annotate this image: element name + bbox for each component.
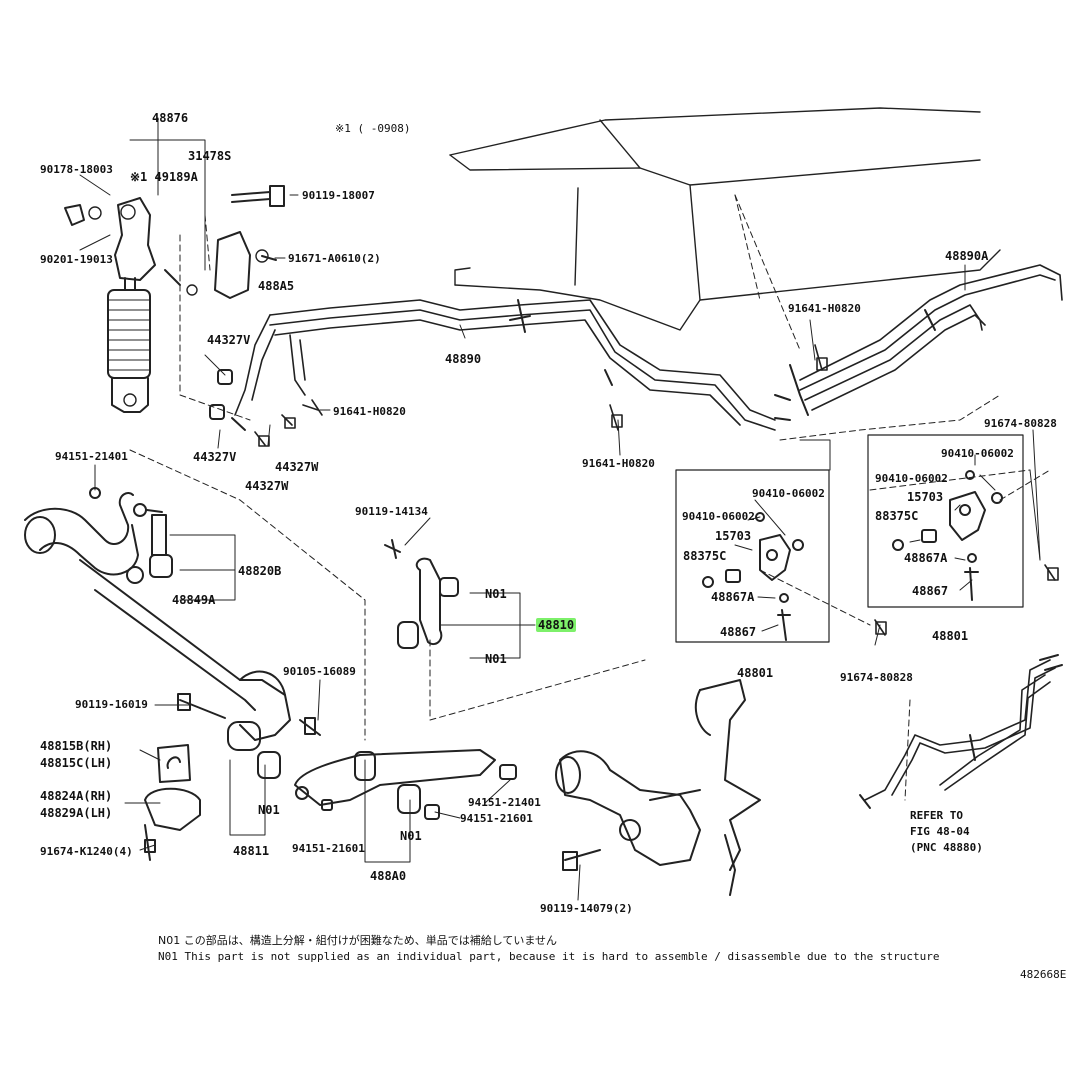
link-48810: [384, 539, 459, 649]
part-label-48824A: 48824A(RH): [40, 789, 113, 803]
part-label-94151-21601-b: 94151-21601: [292, 842, 365, 855]
part-label-90119-16019: 90119-16019: [75, 698, 148, 711]
part-label-31478S: 31478S: [188, 149, 232, 163]
ref-label-pnc: (PNC 48880): [910, 841, 983, 854]
small-leaders: [799, 439, 1041, 561]
part-label-48815C: 48815C(LH): [40, 756, 113, 770]
part-label-48815B: 48815B(RH): [40, 739, 113, 753]
part-label-94151-21601-a: 94151-21601: [460, 812, 533, 825]
ref-label-fig: FIG 48-04: [910, 825, 970, 838]
part-label-90105-16089: 90105-16089: [283, 665, 356, 678]
part-label-91671-A0610: 91671-A0610(2): [288, 252, 381, 265]
part-label-90178-18003: 90178-18003: [40, 163, 113, 176]
part-label-N01-b: N01: [485, 652, 507, 666]
note-english: N01 This part is not supplied as an indi…: [158, 950, 940, 963]
detail-box-right: [867, 434, 1024, 608]
part-label-49189A: ※1 49189A: [130, 170, 198, 184]
part-label-91674-80828-b: 91674-80828: [840, 671, 913, 684]
part-label-90119-14079: 90119-14079(2): [540, 902, 633, 915]
part-label-91674-K1240: 91674-K1240(4): [40, 845, 133, 858]
part-label-15703-b: 15703: [907, 490, 944, 504]
part-label-48867-a: 48867: [720, 625, 757, 639]
part-label-91641-H0820-a: 91641-H0820: [333, 405, 406, 418]
part-label-48849A: 48849A: [172, 593, 216, 607]
part-label-48811: 48811: [233, 844, 270, 858]
height-control-assembly: [64, 197, 198, 413]
part-label-48867A-b: 48867A: [904, 551, 948, 565]
stabilizer-bar: [24, 492, 291, 751]
part-label-44327V-b: 44327V: [193, 450, 237, 464]
link-48820B: [89, 487, 173, 584]
lower-links: [177, 693, 517, 820]
part-label-48829A: 48829A(LH): [40, 806, 113, 820]
part-label-91641-H0820-b: 91641-H0820: [582, 457, 655, 470]
label-lines: [79, 117, 1041, 901]
part-label-48820B: 48820B: [238, 564, 282, 578]
bolts: [254, 344, 1059, 636]
part-label-48890A: 48890A: [945, 249, 989, 263]
footnote-reference: ※1 ( -0908): [335, 122, 411, 135]
part-label-90410-06002-b: 90410-06002: [682, 510, 755, 523]
part-label-N01-c: N01: [258, 803, 280, 817]
part-label-48890: 48890: [445, 352, 482, 366]
part-label-488A5: 488A5: [258, 279, 295, 293]
leader-lines: [129, 194, 1051, 801]
bushing-brackets: [144, 744, 201, 861]
valve-right: [892, 470, 1003, 601]
part-label-48876: 48876: [152, 111, 189, 125]
part-label-88375C-b: 88375C: [875, 509, 919, 523]
detail-box-left: [675, 469, 830, 643]
vehicle-body-outline: [449, 107, 1001, 331]
part-label-88375C-a: 88375C: [683, 549, 727, 563]
note-japanese: N01 この部品は、構造上分解・組付けが困難なため、単品では補給していません: [158, 934, 558, 947]
part-label-90410-06002-a: 90410-06002: [752, 487, 825, 500]
pipe-refer: [859, 654, 1063, 809]
pipe-48890: [234, 299, 776, 431]
part-label-90201-19013: 90201-19013: [40, 253, 113, 266]
part-label-48867A-a: 48867A: [711, 590, 755, 604]
pipe-48890A: [774, 264, 1063, 421]
bracket-488A5: [214, 231, 277, 299]
figure-id: 482668E: [1020, 968, 1067, 981]
part-label-44327V-a: 44327V: [207, 333, 251, 347]
part-label-N01-a: N01: [485, 587, 507, 601]
part-label-44327W-a: 44327W: [275, 460, 319, 474]
part-label-48801-b: 48801: [932, 629, 969, 643]
part-label-48801-a: 48801: [737, 666, 774, 680]
ref-label-refer-to: REFER TO: [910, 809, 963, 822]
lower-arm-assembly: [555, 679, 761, 896]
part-label-90410-06002-c: 90410-06002: [941, 447, 1014, 460]
clips-44327: [209, 369, 246, 431]
part-label-94151-21401-a: 94151-21401: [55, 450, 128, 463]
part-label-90410-06002-d: 90410-06002: [875, 472, 948, 485]
part-label-44327W-b: 44327W: [245, 479, 289, 493]
part-label-N01-d: N01: [400, 829, 422, 843]
part-label-15703-a: 15703: [715, 529, 752, 543]
part-label-48867-b: 48867: [912, 584, 949, 598]
part-label-48810[interactable]: 48810: [536, 618, 577, 632]
part-label-488A0: 488A0: [370, 869, 407, 883]
part-label-91641-H0820-c: 91641-H0820: [788, 302, 861, 315]
part-label-94151-21401-b: 94151-21401: [468, 796, 541, 809]
part-label-90119-14134: 90119-14134: [355, 505, 428, 518]
part-label-90119-18007: 90119-18007: [302, 189, 375, 202]
bolt-90119-18007: [231, 185, 285, 207]
part-label-91674-80828-a: 91674-80828: [984, 417, 1057, 430]
valve-left: [702, 512, 804, 641]
